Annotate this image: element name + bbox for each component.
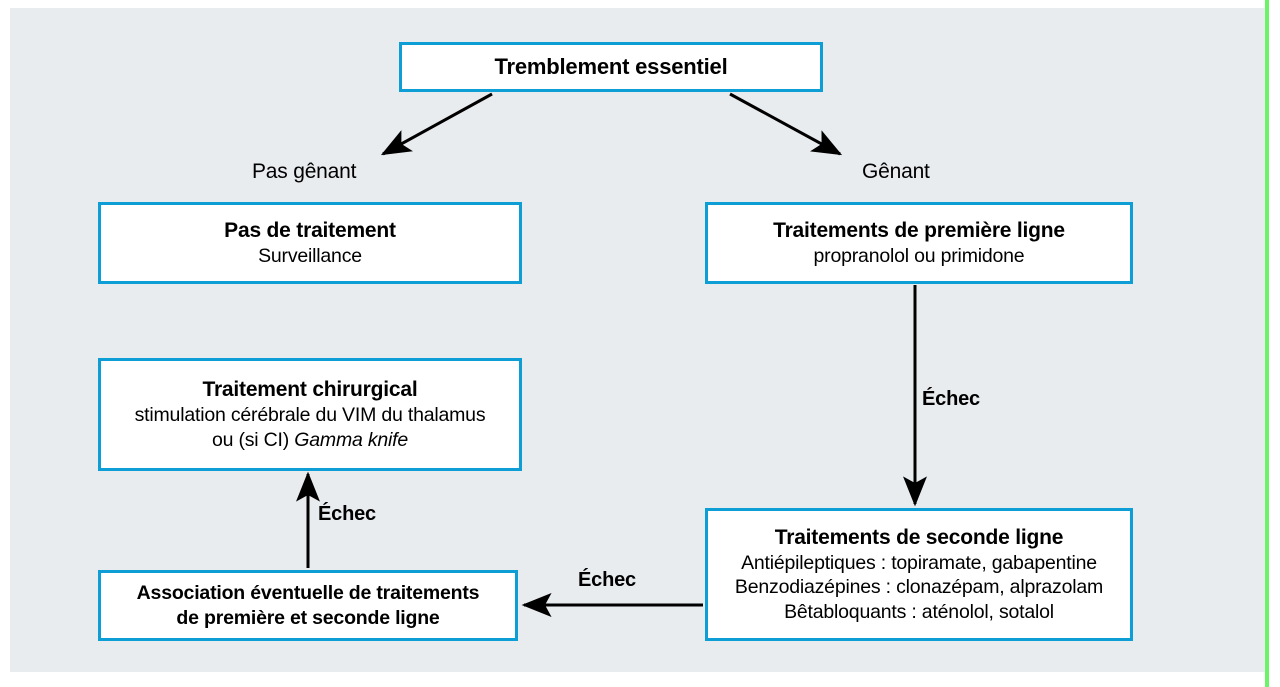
node-line-1: Antiépileptiques : topiramate, gabapenti…	[741, 552, 1097, 575]
node-line-2-prefix: ou (si CI)	[211, 428, 295, 451]
node-title: Traitement chirurgical	[202, 378, 418, 402]
right-edge-accent-rule	[1265, 0, 1269, 687]
node-title: Tremblement essentiel	[494, 54, 728, 80]
node-line-2: de première et seconde ligne	[176, 606, 440, 629]
node-subtitle: propranolol ou primidone	[813, 244, 1025, 267]
node-tremblement-essentiel: Tremblement essentiel	[399, 42, 823, 92]
edge-label-genant: Gênant	[862, 160, 930, 183]
node-traitement-chirurgical: Traitement chirurgical stimulation céréb…	[98, 358, 522, 471]
node-title: Pas de traitement	[224, 218, 396, 242]
node-association-traitements: Association éventuelle de traitements de…	[98, 570, 518, 641]
node-title: Traitements de seconde ligne	[774, 526, 1064, 550]
node-pas-de-traitement: Pas de traitement Surveillance	[98, 202, 522, 284]
node-line-3: Bêtabloquants : aténolol, sotalol	[784, 600, 1054, 623]
node-title: Traitements de première ligne	[773, 218, 1065, 242]
node-line-1: Association éventuelle de traitements	[136, 582, 480, 605]
node-line-1: stimulation cérébrale du VIM du thalamus	[134, 404, 486, 427]
node-line-2: ou (si CI) Gamma knife	[212, 428, 408, 452]
node-line-2: Benzodiazépines : clonazépam, alprazolam	[734, 576, 1104, 599]
node-line-2-italic: Gamma knife	[294, 428, 409, 451]
node-traitements-premiere-ligne: Traitements de première ligne propranolo…	[705, 202, 1133, 284]
node-traitements-seconde-ligne: Traitements de seconde ligne Antiépilept…	[705, 508, 1133, 641]
edge-label-echec-second-to-association: Échec	[578, 569, 636, 591]
edge-label-echec-first-to-second: Échec	[922, 388, 980, 410]
edge-label-echec-association-to-surgical: Échec	[318, 503, 376, 525]
edge-label-pas-genant: Pas gênant	[252, 160, 357, 183]
node-subtitle: Surveillance	[258, 244, 362, 267]
